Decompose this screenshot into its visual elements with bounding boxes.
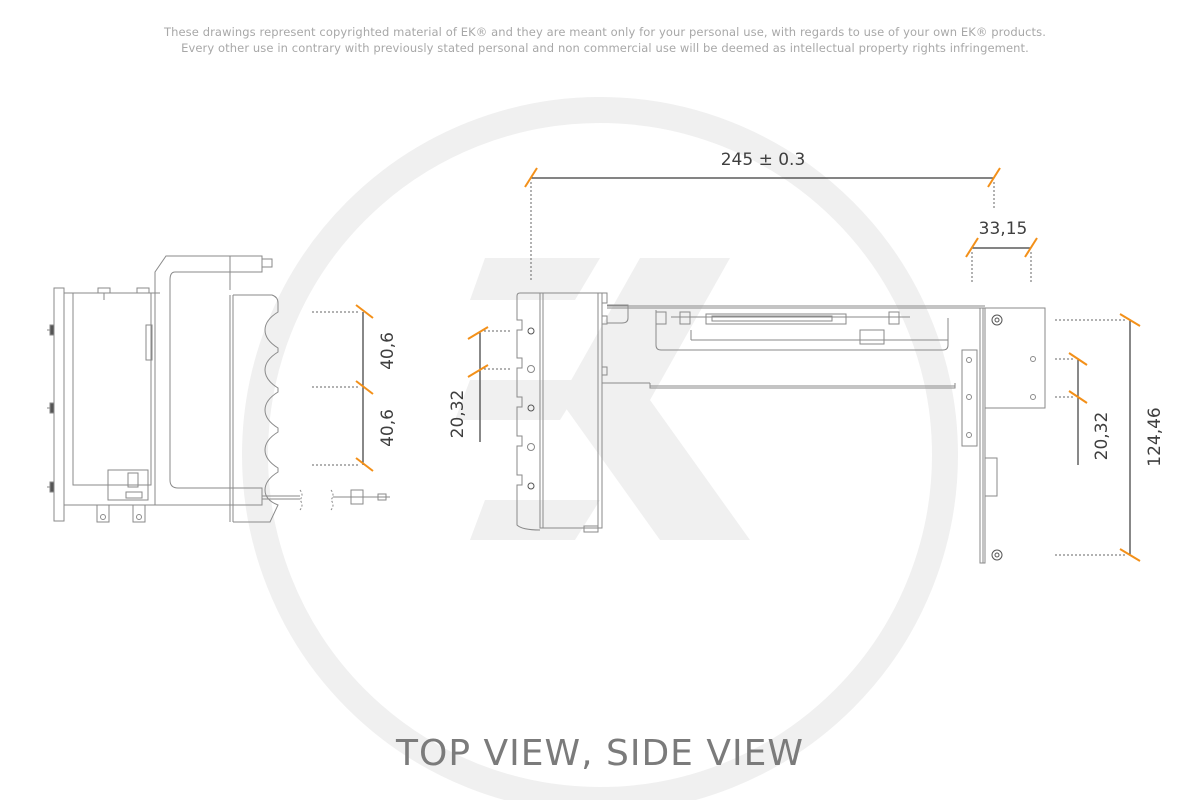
dim-overall-length: 245 ± 0.3 [721, 150, 806, 170]
side-view-drawing [516, 292, 1046, 564]
dim-slot-pitch-lower: 40,6 [378, 409, 398, 447]
copyright-notice: These drawings represent copyrighted mat… [0, 24, 1200, 56]
dim-bracket-offset: 33,15 [979, 219, 1028, 239]
top-view-dimensions [312, 304, 374, 472]
dim-right-hole-pitch: 20,32 [1092, 412, 1112, 461]
view-caption: TOP VIEW, SIDE VIEW [396, 733, 804, 774]
copyright-line-2: Every other use in contrary with previou… [181, 41, 1029, 55]
top-view-drawing [47, 255, 390, 523]
side-view-dimensions [467, 167, 1141, 562]
dim-slot-pitch-upper: 40,6 [378, 332, 398, 370]
dim-overall-height: 124,46 [1145, 407, 1165, 466]
ek-watermark-logo [242, 97, 958, 800]
copyright-line-1: These drawings represent copyrighted mat… [163, 25, 1047, 39]
dim-left-hole-pitch: 20,32 [448, 390, 468, 439]
